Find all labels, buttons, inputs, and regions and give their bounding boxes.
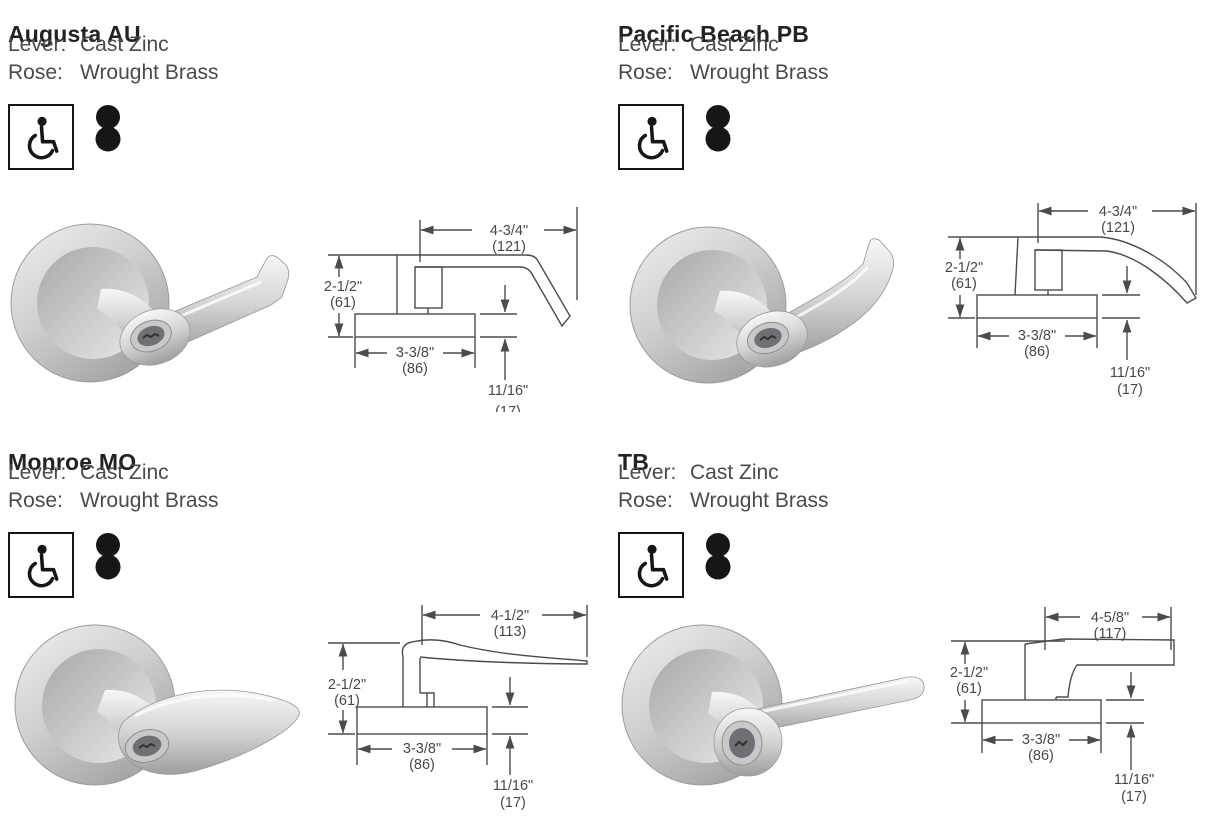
dimension-diagram-pacific-beach: 4-3/4" (121) 2-1/2" (61) 3-3/8" (86) 11/… <box>945 203 1197 398</box>
spec-row-rose: Rose: Wrought Brass <box>8 60 219 86</box>
dim-proj-in: 11/16" <box>493 778 533 794</box>
spec-label-lever: Lever: <box>8 461 67 484</box>
spec-row-lever: Lever: Cast Zinc <box>618 460 779 486</box>
dim-height-in: 2-1/2" <box>950 665 988 681</box>
dim-height-mm: (61) <box>951 276 977 292</box>
dim-height-in: 2-1/2" <box>945 260 983 276</box>
dim-length-mm: (117) <box>1094 626 1127 642</box>
dim-length-in: 4-1/2" <box>491 608 529 624</box>
spec-label-rose: Rose: <box>618 61 673 84</box>
dim-height-mm: (61) <box>334 693 360 709</box>
wheelchair-icon <box>637 116 669 160</box>
ada-badge <box>8 532 74 598</box>
product-section-tb: TB Lever: Cast Zinc Rose: Wrought Brass <box>610 428 1223 824</box>
spec-label-rose: Rose: <box>618 489 673 512</box>
dimension-diagram-augusta: 4-3/4" (121) 2-1/2" (61) 3-3/8" (86) 11/… <box>324 207 578 412</box>
rose-profile <box>981 699 1102 724</box>
double-dot-icon <box>705 533 731 580</box>
product-photo-augusta <box>10 223 290 383</box>
dim-length-mm: (113) <box>494 624 527 640</box>
wheelchair-icon <box>27 544 59 588</box>
spec-value-rose: Wrought Brass <box>80 489 219 512</box>
spec-label-lever: Lever: <box>8 33 67 56</box>
dimension-diagram-monroe: 4-1/2" (113) 2-1/2" (61) 3-3/8" (86) 11/… <box>328 605 588 811</box>
spec-label-rose: Rose: <box>8 61 63 84</box>
spec-row-rose: Rose: Wrought Brass <box>8 488 219 514</box>
spec-row-rose: Rose: Wrought Brass <box>618 60 829 86</box>
ada-badge <box>618 104 684 170</box>
product-section-augusta-au: Augusta AU Lever: Cast Zinc Rose: Wrought … <box>0 0 613 424</box>
dim-length-in: 4-5/8" <box>1091 610 1129 626</box>
spec-row-rose: Rose: Wrought Brass <box>618 488 829 514</box>
ada-badge <box>618 532 684 598</box>
dim-proj-in: 11/16" <box>1114 772 1154 788</box>
dim-rose-mm: (86) <box>1028 748 1054 764</box>
dim-length-in: 4-3/4" <box>1099 204 1137 220</box>
dim-proj-mm: (17) <box>495 404 521 412</box>
spec-row-lever: Lever: Cast Zinc <box>8 460 169 486</box>
dimension-diagram-tb: 4-5/8" (117) 2-1/2" (61) 3-3/8" (86) 11/… <box>950 607 1175 805</box>
spec-row-lever: Lever: Cast Zinc <box>8 32 169 58</box>
spec-row-lever: Lever: Cast Zinc <box>618 32 779 58</box>
rose-profile <box>354 313 476 338</box>
spec-value-lever: Cast Zinc <box>690 33 779 56</box>
keyed-cylinder <box>119 308 191 366</box>
dim-rose-mm: (86) <box>402 361 428 377</box>
dim-rose-in: 3-3/8" <box>1018 328 1056 344</box>
dim-rose-mm: (86) <box>409 757 435 773</box>
dim-length-mm: (121) <box>492 239 526 255</box>
dim-proj-in: 11/16" <box>488 383 528 399</box>
product-title: Pacific Beach PB <box>618 21 810 48</box>
dim-proj-mm: (17) <box>500 795 526 811</box>
dim-rose-in: 3-3/8" <box>1022 732 1060 748</box>
double-dot-icon <box>705 105 731 152</box>
spec-value-rose: Wrought Brass <box>690 489 829 512</box>
dim-height-in: 2-1/2" <box>324 279 362 295</box>
dim-height-mm: (61) <box>330 295 356 311</box>
spec-value-lever: Cast Zinc <box>80 33 169 56</box>
product-title: Augusta AU <box>8 21 141 48</box>
dim-rose-in: 3-3/8" <box>396 345 434 361</box>
keyed-cylinder <box>124 729 170 763</box>
keyed-cylinder <box>713 707 783 777</box>
spec-label-lever: Lever: <box>618 461 677 484</box>
dim-proj-mm: (17) <box>1117 382 1143 398</box>
dim-rose-in: 3-3/8" <box>403 741 441 757</box>
dim-height-mm: (61) <box>956 681 982 697</box>
spec-label-lever: Lever: <box>618 33 677 56</box>
dim-length-in: 4-3/4" <box>490 223 528 239</box>
wheelchair-icon <box>637 544 669 588</box>
wheelchair-icon <box>27 116 59 160</box>
rose-profile <box>356 706 488 735</box>
spec-label-rose: Rose: <box>8 489 63 512</box>
dim-length-mm: (121) <box>1101 220 1135 236</box>
dim-proj-mm: (17) <box>1121 789 1147 805</box>
product-section-pacific-beach-pb: Pacific Beach PB Lever: Cast Zinc Rose: Wr… <box>610 0 1223 424</box>
double-dot-icon <box>95 533 121 580</box>
product-section-monroe-mo: Monroe MO Lever: Cast Zinc Rose: Wrought B… <box>0 428 613 824</box>
ada-badge <box>8 104 74 170</box>
spec-value-lever: Cast Zinc <box>80 461 169 484</box>
product-title: TB <box>618 449 650 476</box>
rose-profile <box>976 294 1098 319</box>
product-photo-pacific-beach <box>629 226 894 384</box>
dim-proj-in: 11/16" <box>1110 365 1150 381</box>
dim-height-in: 2-1/2" <box>328 677 366 693</box>
product-photo-monroe <box>14 624 300 786</box>
double-dot-icon <box>95 105 121 152</box>
dim-rose-mm: (86) <box>1024 344 1050 360</box>
product-title: Monroe MO <box>8 449 137 476</box>
keyed-cylinder <box>736 310 808 368</box>
spec-value-lever: Cast Zinc <box>690 461 779 484</box>
spec-value-rose: Wrought Brass <box>690 61 829 84</box>
product-photo-tb <box>621 624 925 786</box>
spec-value-rose: Wrought Brass <box>80 61 219 84</box>
